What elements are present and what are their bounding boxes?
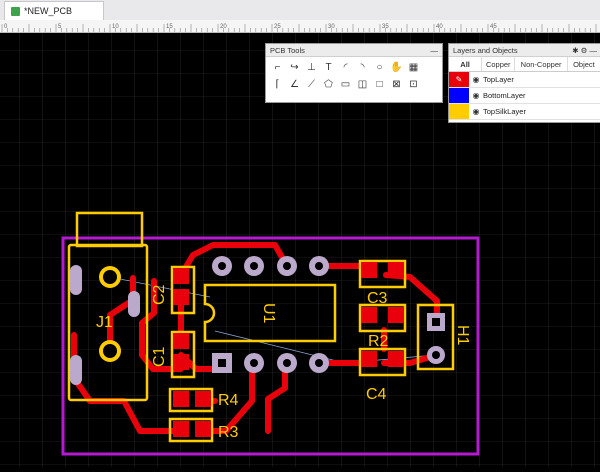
layer-color-swatch[interactable]: [449, 88, 469, 103]
ruler-label: 35: [382, 24, 389, 30]
designator-j1: J1: [96, 314, 113, 331]
diagonal-icon[interactable]: ⟋: [308, 79, 315, 90]
ruler-label: 0: [4, 24, 8, 30]
designator-c1: C1: [151, 346, 168, 367]
layer-list: ✎◉TopLayer◉BottomLayer◉TopSilkLayer: [449, 72, 600, 120]
layers-panel-title: Layers and Objects: [453, 45, 518, 55]
pcb-tools-title-bar: PCB Tools —: [266, 44, 442, 57]
minimize-icon[interactable]: —: [589, 45, 598, 55]
pcb-canvas[interactable]: J1 C2 C1 U1 C3 R2 C4 R4 R3 H1 PCB Tools …: [0, 33, 600, 467]
smd-pads[interactable]: [173, 262, 404, 437]
arc-alt-icon[interactable]: ◝: [360, 62, 365, 73]
tab-non-copper[interactable]: Non-Copper: [515, 57, 568, 71]
designator-r4: R4: [218, 392, 239, 409]
arc-icon[interactable]: ◜: [343, 62, 348, 73]
pin-icon[interactable]: ✱: [572, 45, 579, 55]
pcb-tools-title: PCB Tools: [270, 45, 305, 55]
wire-icon[interactable]: ↪: [290, 62, 299, 73]
layer-row[interactable]: ◉BottomLayer: [449, 88, 600, 104]
ruler-label: 45: [490, 24, 497, 30]
board-drawing[interactable]: J1 C2 C1 U1 C3 R2 C4 R4 R3 H1: [0, 33, 600, 467]
rectangle-icon[interactable]: ▭: [340, 79, 351, 90]
designator-u1: U1: [260, 303, 277, 324]
document-tab-title: *NEW_PCB: [24, 6, 73, 16]
visibility-eye-icon[interactable]: ◉: [472, 91, 480, 100]
tab-copper[interactable]: Copper: [482, 57, 516, 71]
layers-tabs: All Copper Non-Copper Object: [449, 57, 600, 72]
layer-row[interactable]: ✎◉TopLayer: [449, 72, 600, 88]
ruler-label: 40: [436, 24, 443, 30]
horizontal-ruler: 0 5 10 15 20 25 30 35 40 45: [0, 20, 600, 33]
tab-all[interactable]: All: [449, 57, 483, 71]
settings-icon[interactable]: ⚙: [580, 45, 588, 55]
designator-h1: H1: [454, 325, 471, 346]
pan-hand-icon[interactable]: ✋: [390, 62, 403, 73]
panel-controls: ✱ ⚙ —: [572, 46, 597, 55]
visibility-eye-icon[interactable]: ◉: [472, 75, 480, 84]
layer-color-swatch[interactable]: [449, 104, 469, 119]
measure-icon[interactable]: ⊡: [409, 79, 418, 90]
polygon-icon[interactable]: ⬠: [324, 79, 333, 90]
designator-r3: R3: [218, 424, 239, 441]
designator-c2: C2: [151, 284, 168, 305]
via-icon[interactable]: ⊥: [307, 62, 316, 73]
layer-name: TopSilkLayer: [483, 107, 526, 116]
ruler-label: 20: [220, 24, 227, 30]
region-icon[interactable]: ◫: [357, 79, 368, 90]
ruler-label: 15: [166, 24, 173, 30]
tab-object[interactable]: Object: [568, 57, 600, 71]
ruler-label: 5: [58, 24, 62, 30]
pcb-file-icon: [11, 6, 20, 16]
document-tab[interactable]: *NEW_PCB: [4, 1, 104, 20]
silkscreen: [67, 211, 455, 443]
layer-name: TopLayer: [483, 75, 514, 84]
text-icon[interactable]: T: [325, 62, 332, 73]
designator-c4: C4: [366, 386, 387, 403]
through-hole-pads[interactable]: [70, 256, 445, 385]
layer-row[interactable]: ◉TopSilkLayer: [449, 104, 600, 120]
ruler-label: 10: [112, 24, 119, 30]
designator-c3: C3: [367, 290, 388, 307]
visibility-eye-icon[interactable]: ◉: [472, 107, 480, 116]
active-layer-pencil-icon[interactable]: ✎: [449, 72, 469, 87]
minimize-icon[interactable]: —: [430, 45, 439, 55]
layers-panel: Layers and Objects ✱ ⚙ — All Copper Non-…: [448, 43, 600, 123]
angle-icon[interactable]: ∠: [290, 79, 299, 90]
cross-icon[interactable]: ⊠: [392, 79, 401, 90]
pcb-tools-panel: PCB Tools — ⌐ ↪ ⊥ T ◜ ◝ ○ ✋ ▦ ⌈ ∠ ⟋ ⬠ ▭ ◫ □ ⊠ ⊡: [265, 43, 443, 103]
ruler-ticks: 0 5 10 15 20 25 30 35 40 45: [1, 24, 597, 32]
layers-title-bar: Layers and Objects ✱ ⚙ —: [449, 44, 600, 57]
pcb-tools-grid: ⌐ ↪ ⊥ T ◜ ◝ ○ ✋ ▦ ⌈ ∠ ⟋ ⬠ ▭ ◫ □ ⊠ ⊡: [266, 57, 442, 95]
circle-icon[interactable]: ○: [376, 62, 383, 73]
corner-icon[interactable]: ⌈: [275, 79, 280, 90]
ruler-label: 25: [274, 24, 281, 30]
select-line-icon[interactable]: ⌐: [274, 62, 281, 73]
square-icon[interactable]: □: [376, 79, 383, 90]
image-icon[interactable]: ▦: [408, 62, 419, 73]
layer-name: BottomLayer: [483, 91, 526, 100]
board-outline[interactable]: [61, 236, 480, 456]
ruler-label: 30: [328, 24, 335, 30]
designator-r2: R2: [368, 333, 389, 350]
document-tab-bar: *NEW_PCB: [0, 0, 600, 21]
designator-labels: J1 C2 C1 U1 C3 R2 C4 R4 R3 H1: [96, 284, 471, 441]
